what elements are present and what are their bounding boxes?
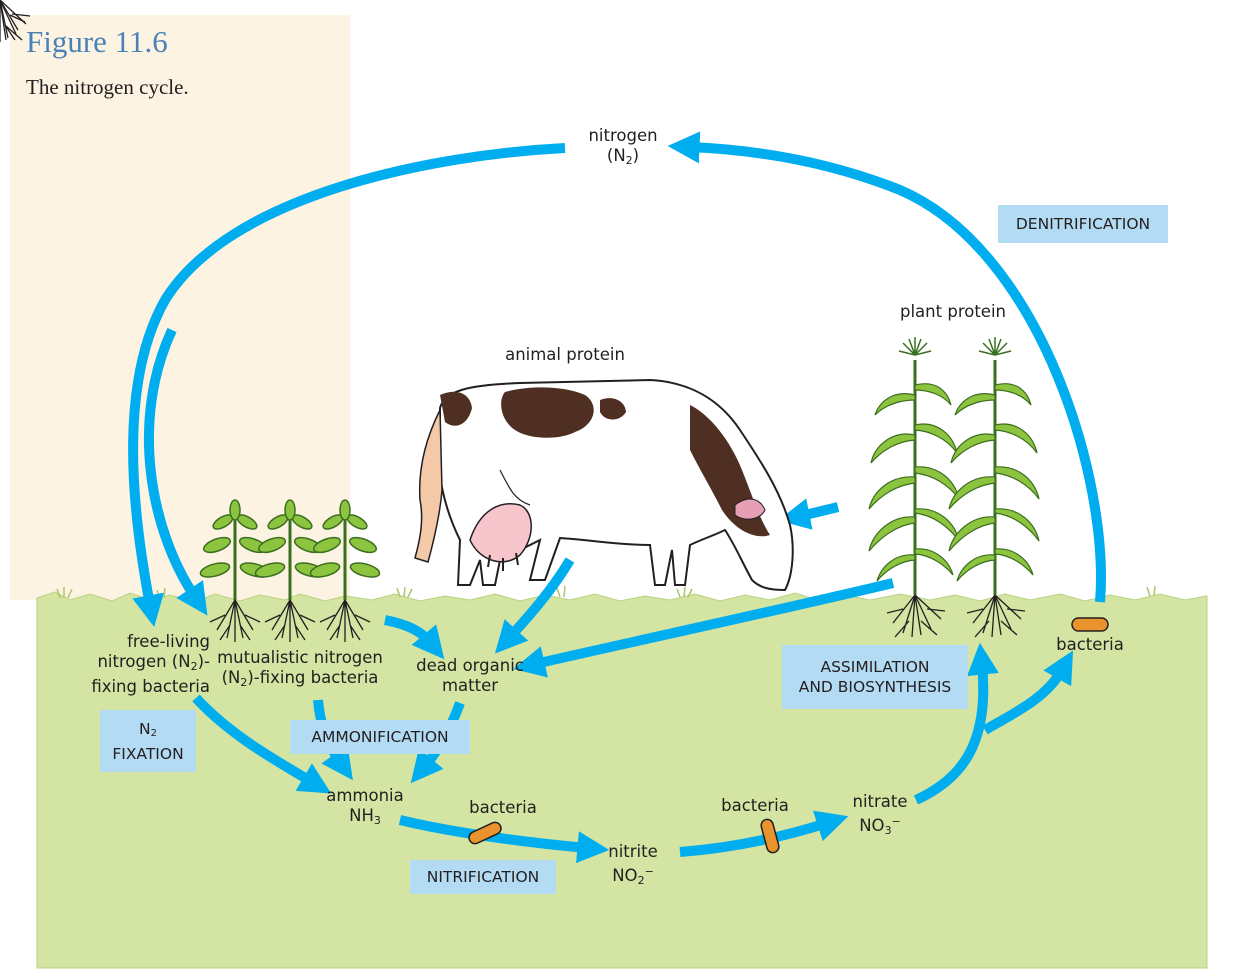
nitrate-name: nitrate [852,792,908,811]
label-mutualistic-bacteria: mutualistic nitrogen (N2)-fixing bacteri… [200,648,400,693]
ammonia-formula: NH [349,806,374,825]
label-bacteria-nitrite: bacteria [469,798,537,817]
bacteria-cells [468,617,1109,854]
process-ammonification: AMMONIFICATION [290,720,470,754]
caption-panel [10,15,350,600]
ammonia-sub: 3 [373,814,381,827]
cow-illustration [414,378,794,592]
dead-organic-line2: matter [441,676,499,695]
ammonia-name: ammonia [326,786,404,805]
label-nitrogen: nitrogen (N2) [575,126,671,171]
mutualistic-line2a: (N [221,668,241,687]
process-denitrification: DENITRIFICATION [998,205,1168,243]
label-nitrogen-formula: N [613,146,626,165]
mutualistic-line2-sub: 2 [240,676,248,689]
arrow-nitrate-to-bacteria [982,650,1074,735]
label-ammonia: ammonia NH3 [310,786,420,831]
label-free-living-bacteria: free-living nitrogen (N2)- fixing bacter… [50,632,210,697]
label-plant-protein: plant protein [900,302,1006,321]
process-n2-fixation: N2 FIXATION [100,710,196,772]
mutualistic-line1: mutualistic nitrogen [217,648,383,667]
process-assimilation: ASSIMILATION AND BIOSYNTHESIS [782,645,968,709]
arrow-mutualistic-to-dead-matter [383,615,445,660]
label-nitrite: nitrite NO2− [588,842,678,891]
nitrate-sub: 3 [884,824,892,837]
free-living-line2b: )- [197,652,210,671]
arrow-plants-to-cow [778,498,840,530]
free-living-line3: fixing bacteria [91,677,210,696]
free-living-line1: free-living [127,632,210,651]
cycle-arrows [128,131,1106,864]
arrow-denitrification [667,131,1106,603]
free-living-line2a: nitrogen (N [97,652,191,671]
label-nitrogen-sub: 2 [625,154,633,167]
arrow-nitrogen-to-free-living [128,143,566,628]
label-bacteria-nitrate: bacteria [721,796,789,815]
arrow-free-living-to-ammonia [192,694,332,794]
figure-caption: The nitrogen cycle. [26,75,189,99]
bacterium-denitrification [1071,617,1109,632]
n2-fixation-sub: 2 [150,727,157,739]
nitrite-name: nitrite [608,842,658,861]
label-animal-protein: animal protein [505,345,625,364]
bacterium-nitrite [468,821,502,845]
mutualistic-line2b: )-fixing bacteria [247,668,379,687]
dead-organic-line1: dead organic [416,656,524,675]
grass-tufts [56,585,1156,599]
figure-title: Figure 11.6 [26,24,168,59]
n2-fixation-n: N [139,719,151,738]
label-dead-organic-matter: dead organic matter [400,656,540,696]
nitrite-sub: 2 [637,874,645,887]
arrow-plants-to-dead-matter [513,578,895,678]
corn-plants [0,0,1041,639]
arrow-cow-to-dead-matter [494,557,575,654]
label-nitrogen-name: nitrogen [588,126,658,145]
arrow-nitrate-to-assimilation [913,642,999,805]
assimilation-line1: ASSIMILATION [820,658,930,676]
process-nitrification: NITRIFICATION [410,860,556,894]
assimilation-line2: AND BIOSYNTHESIS [798,678,952,696]
free-living-line2-sub: 2 [190,660,198,673]
nitrite-sup: − [644,865,654,878]
bacterium-nitrate [760,818,780,854]
n2-fixation-line2: FIXATION [112,744,184,763]
nitrite-formula: NO [612,866,638,885]
legume-plants [0,0,383,644]
arrow-nitrogen-to-mutualistic [143,327,208,616]
label-bacteria-denitrification: bacteria [1056,635,1124,654]
nitrate-formula: NO [859,816,885,835]
nitrate-sup: − [891,815,901,828]
label-nitrate: nitrate NO3− [835,792,925,841]
arrow-nitrite-to-nitrate [679,810,849,857]
